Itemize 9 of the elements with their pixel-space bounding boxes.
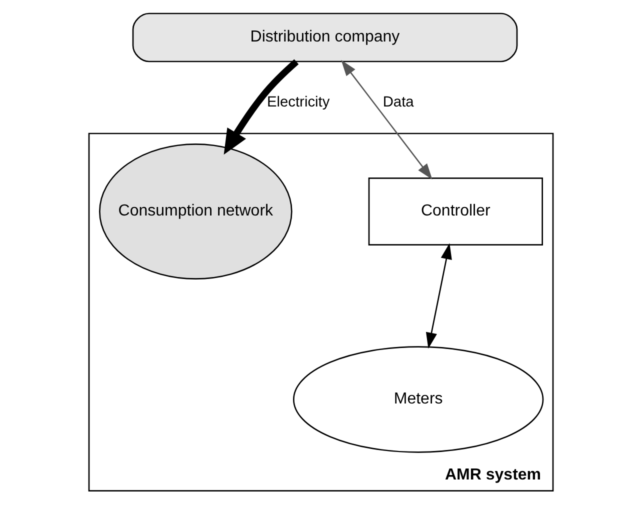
arrow <box>426 243 452 349</box>
arrow <box>224 59 299 155</box>
edge-label: Electricity <box>266 94 330 111</box>
node-ellipse: Meters <box>293 346 544 453</box>
node-ellipse: Consumption network <box>99 144 292 280</box>
arrow <box>341 60 432 180</box>
node-box: Controller <box>368 178 543 246</box>
node-box: Distribution company <box>132 12 518 62</box>
edge-label: Data <box>382 94 414 111</box>
